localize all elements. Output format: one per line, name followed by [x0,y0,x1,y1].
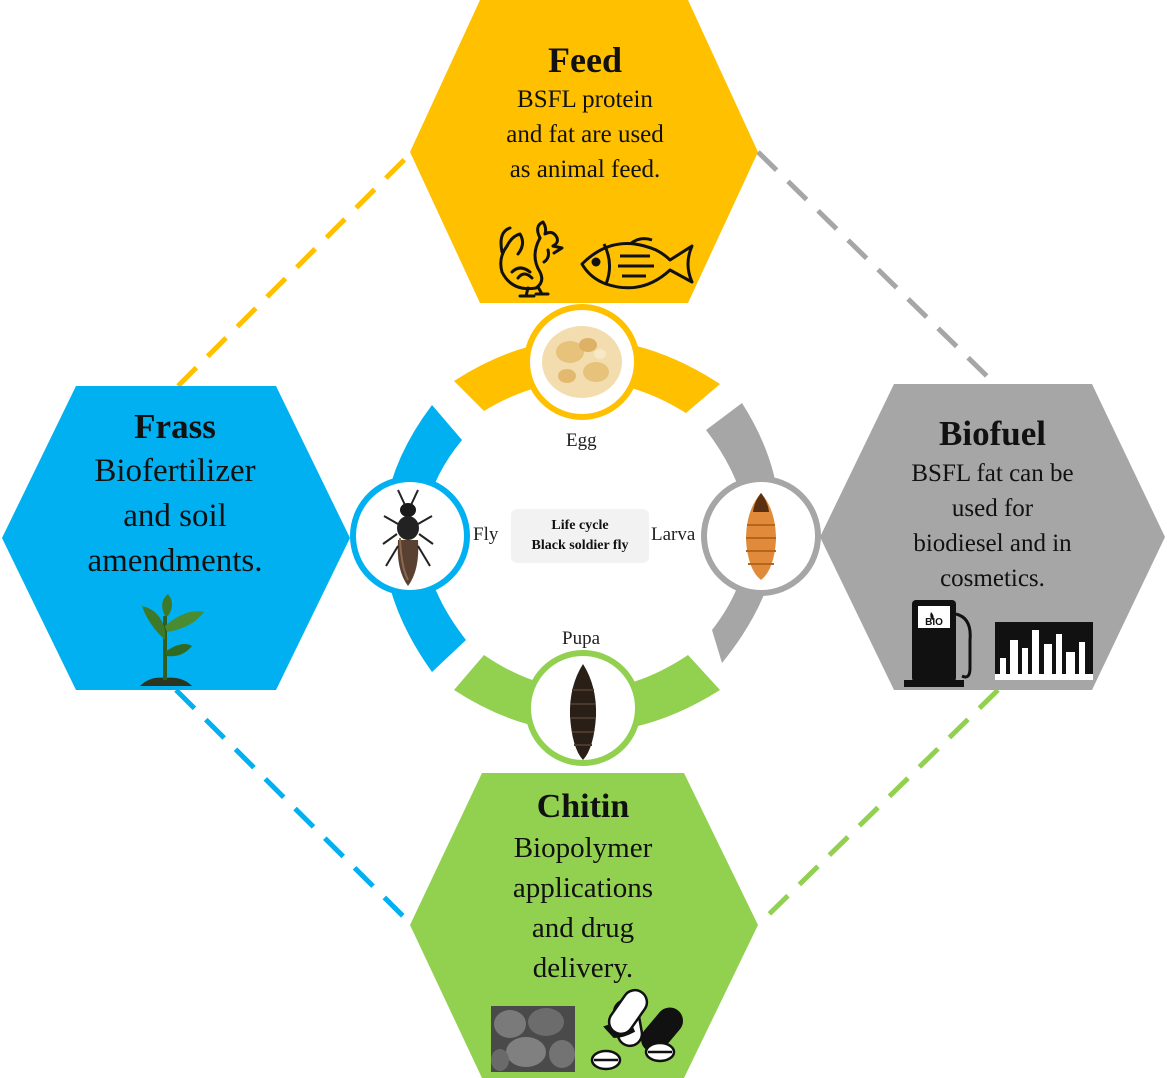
fly-image [382,489,434,586]
feed-line-2: and fat are used [506,121,664,148]
capsules-icon [590,988,683,1071]
biofuel-line-2: used for [951,495,1034,522]
connector-frass-feed [176,150,414,388]
feed-title: Feed [548,40,622,80]
feed-line-1: BSFL protein [517,86,653,113]
chitin-block: Chitin Biopolymer applications and drug … [470,786,696,988]
biofuel-hexagon [820,384,1165,690]
biofuel-line-4: cosmetics. [940,565,1045,592]
fuel-pump-label: BIO [925,617,943,628]
center-label-line-1: Life cycle [551,518,609,533]
feed-hexagon [410,0,758,303]
chitin-line-4: delivery. [532,952,634,984]
fuel-pump-icon [904,600,972,687]
egg-image [542,326,622,398]
frass-line-1: Biofertilizer [94,453,256,489]
larva-arc [706,403,780,663]
biofuel-block: Biofuel BSFL fat can be used for biodies… [880,412,1105,596]
chitin-line-2: applications [512,872,654,904]
fly-arc [383,405,466,672]
frass-line-2: and soil [123,498,227,534]
center-label-line-2: Black soldier fly [531,538,629,553]
frass-line-3: amendments. [87,543,263,579]
larva-image [746,493,776,580]
frass-block: Frass Biofertilizer and soil amendments. [55,405,295,584]
larva-label: Larva [651,524,696,545]
connector-feed-biofuel [756,150,997,386]
biofuel-line-3: biodiesel and in [913,530,1072,557]
chitin-line-3: and drug [531,912,635,944]
chitin-hexagon [410,773,758,1078]
pupa-label: Pupa [562,628,600,649]
biofuel-line-1: BSFL fat can be [911,460,1074,487]
connector-biofuel-chitin [756,688,1000,927]
feed-line-3: as animal feed. [509,156,661,183]
chitin-texture-icon [491,1006,575,1072]
seedling-icon [140,594,204,686]
fly-label: Fly [473,524,499,545]
biofuel-title: Biofuel [939,414,1046,453]
pupa-image [569,664,597,760]
egg-label: Egg [566,430,597,451]
feed-block: Feed BSFL protein and fat are used as an… [470,38,700,187]
chitin-title: Chitin [536,788,630,825]
fish-icon [580,237,694,290]
chicken-icon [499,220,564,298]
frass-hexagon [2,386,350,690]
chitin-line-1: Biopolymer [513,832,653,864]
frass-title: Frass [134,407,216,446]
life-cycle-center-label: Life cycle Black soldier fly [511,509,649,563]
connector-frass-chitin [174,688,414,927]
city-skyline-icon [995,622,1093,680]
